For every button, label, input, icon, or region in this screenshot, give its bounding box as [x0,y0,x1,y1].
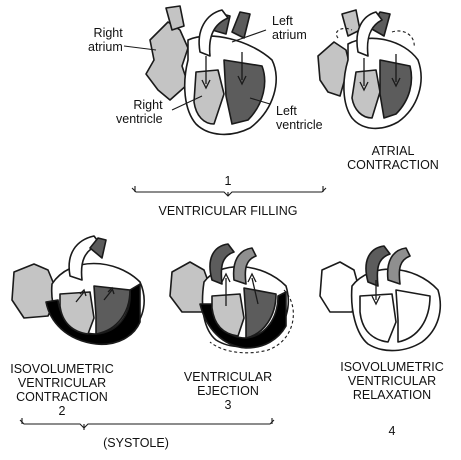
heart-ventricular-ejection [170,244,293,353]
label-isovolumetric-contraction-line2: VENTRICULAR [4,376,120,390]
heart-isovolumetric-relaxation [320,246,440,351]
label-right-ventricle-line2: ventricle [116,112,163,126]
heart-ventricular-filling [146,6,276,134]
label-isovolumetric-contraction: ISOVOLUMETRIC VENTRICULAR CONTRACTION 2 [4,362,120,418]
heart-atrial-contraction [318,10,421,128]
label-left-ventricle-line2: ventricle [276,118,323,132]
label-atrial-contraction-line2: CONTRACTION [338,158,448,172]
label-left-atrium-line1: Left [272,14,307,28]
label-atrial-contraction-line1: ATRIAL [338,144,448,158]
label-phase-number-4: 4 [382,424,402,438]
label-ventricular-ejection: VENTRICULAR EJECTION 3 [180,370,276,412]
label-phase-number-2: 2 [4,404,120,418]
label-isovolumetric-contraction-line1: ISOVOLUMETRIC [4,362,120,376]
label-systole: (SYSTOLE) [96,436,176,450]
label-phase-number-1: 1 [218,174,238,188]
label-isovolumetric-relaxation-line3: RELAXATION [332,388,452,402]
label-right-atrium: Right atrium [88,26,123,54]
label-left-atrium-line2: atrium [272,28,307,42]
label-right-atrium-line1: Right [88,26,123,40]
label-atrial-contraction: ATRIAL CONTRACTION [338,144,448,172]
label-right-atrium-line2: atrium [88,40,123,54]
label-isovolumetric-contraction-line3: CONTRACTION [4,390,120,404]
label-isovolumetric-relaxation-line2: VENTRICULAR [332,374,452,388]
label-right-ventricle: Right ventricle [116,98,163,126]
systole-bracket [20,420,274,428]
label-ventricular-ejection-line2: EJECTION [180,384,276,398]
label-right-ventricle-line1: Right [116,98,163,112]
heart-isovolumetric-contraction [12,236,144,344]
ventricular-filling-bracket [132,188,326,196]
label-ventricular-ejection-line1: VENTRICULAR [180,370,276,384]
label-isovolumetric-relaxation-line1: ISOVOLUMETRIC [332,360,452,374]
label-ventricular-filling: VENTRICULAR FILLING [150,204,306,218]
label-left-ventricle: Left ventricle [276,104,323,132]
label-isovolumetric-relaxation: ISOVOLUMETRIC VENTRICULAR RELAXATION [332,360,452,402]
label-left-ventricle-line1: Left [276,104,323,118]
label-phase-number-3: 3 [180,398,276,412]
label-left-atrium: Left atrium [272,14,307,42]
